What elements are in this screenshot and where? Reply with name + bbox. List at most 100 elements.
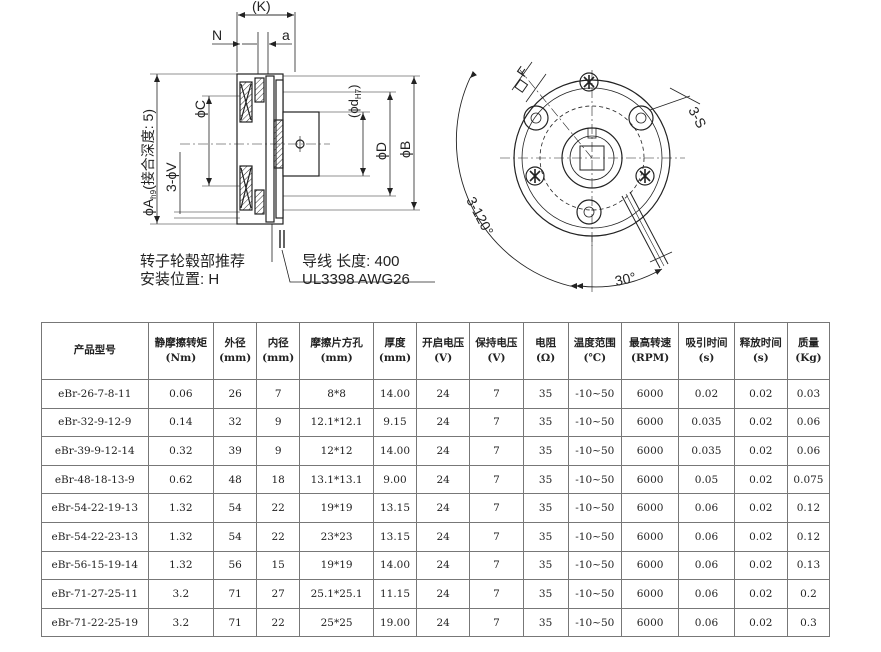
table-cell: 6000 xyxy=(620,407,680,438)
table-cell: 0.02 xyxy=(678,379,735,409)
spec-table-header: 产品型号静摩擦转矩(Nm)外径(mm)内径(mm)摩擦片方孔(mm)厚度(mm)… xyxy=(41,322,831,380)
table-cell: 24 xyxy=(415,521,471,552)
model-cell: eBr-48-18-13-9 xyxy=(41,464,149,495)
column-header-unit: (mm) xyxy=(320,352,353,364)
table-cell: 24 xyxy=(415,607,471,638)
table-cell: 0.03 xyxy=(786,379,831,409)
dim-phiD: ϕD xyxy=(373,142,389,160)
note-hub-line2: 安装位置: H xyxy=(140,271,219,288)
note-lead-line2: UL3398 AWG26 xyxy=(302,271,410,288)
table-cell: 6000 xyxy=(620,436,680,466)
table-cell: 54 xyxy=(213,493,258,523)
table-cell: 0.02 xyxy=(733,493,788,523)
column-header: 静摩擦转矩(Nm) xyxy=(147,322,215,380)
table-cell: 19*19 xyxy=(299,493,374,523)
dim-3S: 3-S xyxy=(685,104,709,131)
table-cell: 0.2 xyxy=(786,579,831,609)
table-cell: 0.035 xyxy=(678,407,735,438)
dim-F: F xyxy=(513,64,531,80)
model-cell: eBr-39-9-12-14 xyxy=(41,436,149,466)
column-header: 保持电压 (V) xyxy=(469,322,524,380)
column-header-name: 摩擦片方孔 xyxy=(310,336,363,349)
table-cell: -10~50 xyxy=(567,379,622,409)
column-header-name: 产品型号 xyxy=(73,344,116,357)
table-cell: 14.00 xyxy=(372,550,418,581)
table-cell: 23*23 xyxy=(299,521,374,552)
table-cell: 26 xyxy=(213,379,258,409)
table-cell: 0.02 xyxy=(733,464,788,495)
table-cell: 6000 xyxy=(620,521,680,552)
table-cell: 9 xyxy=(256,407,301,438)
column-header-name: 厚度 xyxy=(384,336,406,349)
table-cell: 0.05 xyxy=(678,464,735,495)
table-cell: 22 xyxy=(256,493,301,523)
column-header-unit: (Kg) xyxy=(795,352,822,364)
table-cell: 22 xyxy=(256,607,301,638)
table-cell: 32 xyxy=(213,407,258,438)
table-cell: 13.1*13.1 xyxy=(299,464,374,495)
column-header-name: 温度范围 xyxy=(573,336,616,349)
column-header-unit: (mm) xyxy=(219,352,252,364)
model-cell: eBr-32-9-12-9 xyxy=(41,407,149,438)
table-cell: 71 xyxy=(213,607,258,638)
column-header: 吸引时间 (s) xyxy=(678,322,735,380)
dim-phiA-group: ϕAh9(接合深度: 5) xyxy=(140,109,158,216)
table-cell: 1.32 xyxy=(147,521,215,552)
dim-a: a xyxy=(282,27,290,43)
column-header-unit: (V) xyxy=(487,352,506,364)
column-header-name: 保持电压 xyxy=(475,336,518,349)
table-cell: 71 xyxy=(213,579,258,609)
table-cell: 12.1*12.1 xyxy=(299,407,374,438)
column-header-name: 吸引时间 xyxy=(685,336,728,349)
table-cell: -10~50 xyxy=(567,493,622,523)
dim-phid-group: (ϕdH7) xyxy=(346,85,363,118)
table-cell: 6000 xyxy=(620,607,680,638)
table-cell: 35 xyxy=(522,407,569,438)
note-hub-line1: 转子轮毂部推荐 xyxy=(140,253,245,270)
table-cell: 0.02 xyxy=(733,407,788,438)
table-cell: 13.15 xyxy=(372,493,418,523)
table-cell: 19.00 xyxy=(372,607,418,638)
table-cell: 11.15 xyxy=(372,579,418,609)
table-cell: 35 xyxy=(522,579,569,609)
column-header-unit: (RPM) xyxy=(631,352,670,364)
table-cell: 0.02 xyxy=(733,436,788,466)
table-cell: 7 xyxy=(469,436,524,466)
dim-phiB: ϕB xyxy=(397,141,413,158)
model-cell: eBr-54-22-23-13 xyxy=(41,521,149,552)
table-cell: 35 xyxy=(522,607,569,638)
table-cell: -10~50 xyxy=(567,464,622,495)
table-cell: 14.00 xyxy=(372,379,418,409)
table-cell: 7 xyxy=(469,607,524,638)
column-header: 产品型号 xyxy=(41,322,149,380)
table-cell: 35 xyxy=(522,436,569,466)
table-cell: 8*8 xyxy=(299,379,374,409)
table-cell: 9 xyxy=(256,436,301,466)
column-header-name: 最高转速 xyxy=(629,336,672,349)
table-cell: 0.13 xyxy=(786,550,831,581)
table-cell: 6000 xyxy=(620,493,680,523)
table-cell: 19*19 xyxy=(299,550,374,581)
table-cell: 0.06 xyxy=(678,521,735,552)
column-header: 内径(mm) xyxy=(256,322,301,380)
column-header-unit: (s) xyxy=(698,352,715,364)
column-header-name: 质量 xyxy=(797,336,819,349)
table-cell: 6000 xyxy=(620,379,680,409)
table-cell: 7 xyxy=(469,464,524,495)
table-cell: 6000 xyxy=(620,579,680,609)
column-header: 厚度(mm) xyxy=(372,322,418,380)
column-header-unit: (Nm) xyxy=(165,352,197,364)
table-cell: 54 xyxy=(213,521,258,552)
dim-N: N xyxy=(212,27,222,43)
table-cell: 35 xyxy=(522,493,569,523)
table-cell: 12*12 xyxy=(299,436,374,466)
dim-3phiV: 3-ϕV xyxy=(163,162,179,192)
table-cell: 9.00 xyxy=(372,464,418,495)
table-cell: 0.02 xyxy=(733,607,788,638)
table-cell: 7 xyxy=(469,379,524,409)
